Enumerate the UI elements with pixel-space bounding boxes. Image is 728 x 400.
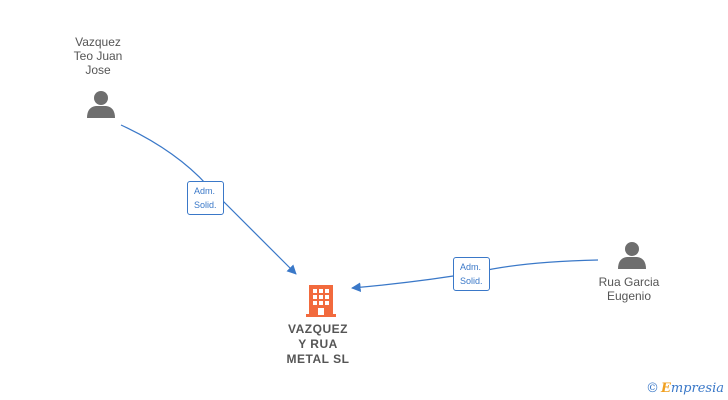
brand-initial: E bbox=[660, 381, 671, 396]
edge-label-adm-solid: Adm. Solid. bbox=[453, 257, 490, 291]
person-name-rua-garcia[interactable]: Rua Garcia Eugenio bbox=[598, 275, 660, 303]
person-icon[interactable] bbox=[617, 240, 647, 270]
company-name[interactable]: VAZQUEZ Y RUA METAL SL bbox=[286, 322, 350, 366]
person-name-vazquez[interactable]: Vazquez Teo Juan Jose bbox=[73, 35, 123, 77]
edge-label-adm-solid: Adm. Solid. bbox=[187, 181, 224, 215]
copyright-icon: © bbox=[645, 381, 659, 396]
building-icon[interactable] bbox=[305, 283, 337, 317]
brand-rest: mpresia bbox=[670, 381, 724, 396]
empresia-watermark: ©Empresia bbox=[646, 381, 724, 396]
person-icon[interactable] bbox=[86, 89, 116, 119]
